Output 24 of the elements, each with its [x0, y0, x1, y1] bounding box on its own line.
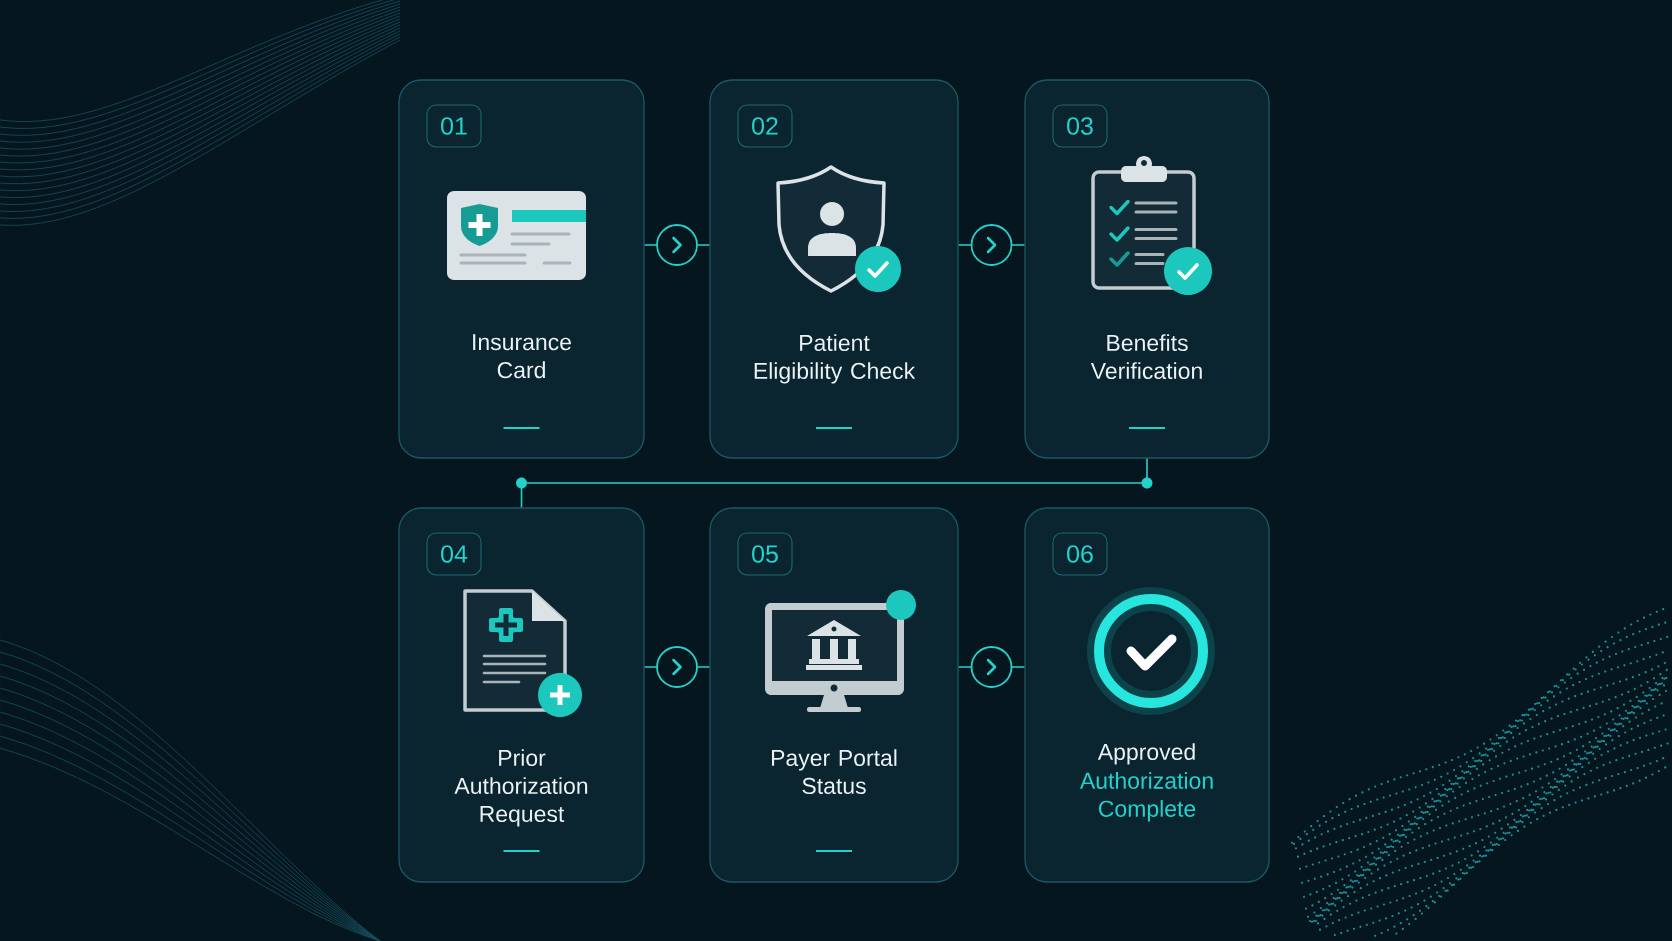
step-card: [398, 507, 645, 883]
step-title: Approved: [1097, 743, 1195, 765]
step-title: Benefits Verification: [1090, 334, 1202, 380]
connector-line: [516, 457, 1153, 509]
connector-arrow: [957, 224, 1026, 266]
step-card: [1024, 79, 1270, 459]
step-number: 06: [1052, 532, 1108, 576]
step-card: [709, 507, 959, 883]
step-card: [709, 79, 959, 459]
step-title: Insurance Card: [473, 334, 571, 379]
step-title: Patient Eligibility Check: [754, 334, 916, 384]
connector-arrow: [957, 646, 1026, 688]
step-number: 05: [737, 532, 793, 576]
step-number: 03: [1052, 104, 1108, 148]
step-subtitle: Authorization Complete: [1079, 772, 1213, 822]
step-title: Payer Portal Status: [772, 749, 897, 795]
step-title: Prior Authorization Request: [454, 749, 588, 827]
step-card: [398, 79, 645, 459]
step-number: 02: [737, 104, 793, 148]
step-card: [1024, 507, 1270, 883]
step-number: 04: [426, 532, 482, 576]
connector-arrow: [643, 646, 711, 688]
step-number: 01: [426, 104, 482, 148]
connector-arrow: [643, 224, 711, 266]
